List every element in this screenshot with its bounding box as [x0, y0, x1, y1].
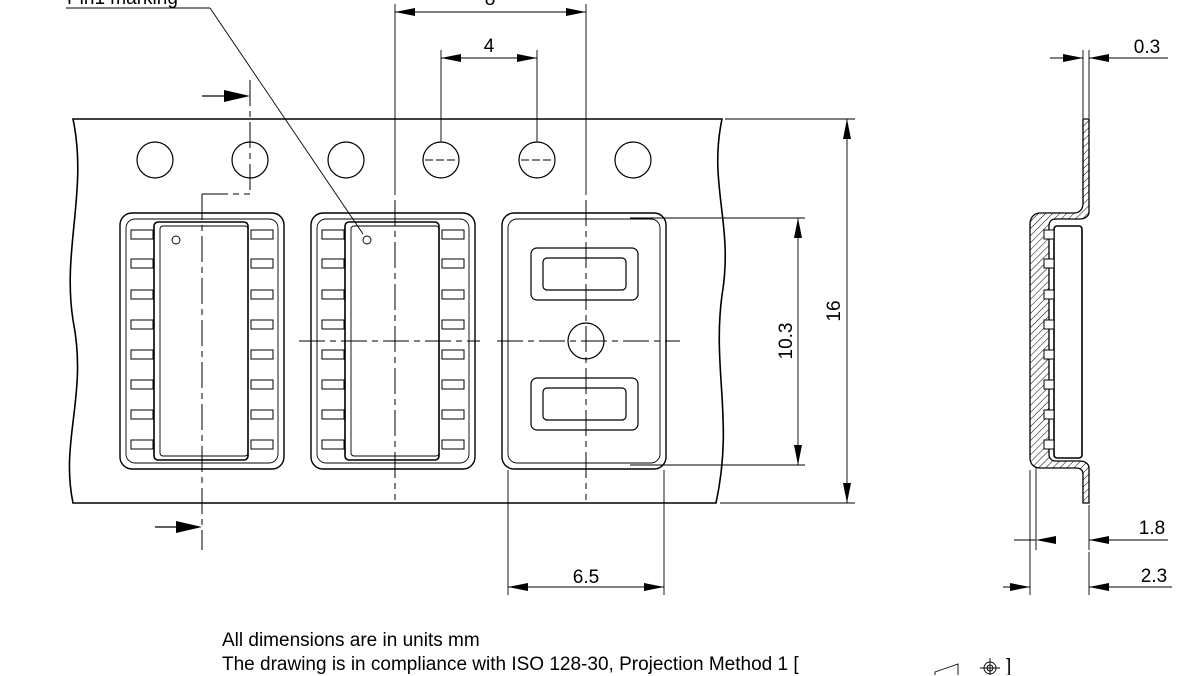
- carrier-tape: [68, 118, 727, 504]
- dimension-16: 16: [720, 118, 855, 504]
- leads-right: [250, 229, 274, 450]
- leads-left: [130, 229, 154, 450]
- svg-text:16: 16: [824, 300, 845, 321]
- dimension-6-5: 6.5: [507, 470, 665, 595]
- sprocket-hole: [614, 141, 652, 179]
- dimension-8: 8: [394, 0, 587, 195]
- dimension-4: 4: [440, 36, 538, 142]
- centerlines: [201, 80, 680, 550]
- pin1-marking-callout: Pin1 marking: [66, 0, 364, 235]
- projection-method-icon: ]: [934, 656, 1011, 675]
- units-note: All dimensions are in units mm: [222, 630, 480, 651]
- section-arrows: [155, 90, 250, 533]
- svg-text:2.3: 2.3: [1141, 566, 1167, 587]
- pin1-dot: [171, 235, 181, 245]
- side-leads: [1043, 229, 1055, 450]
- svg-text:10.3: 10.3: [776, 323, 797, 360]
- dimension-0-3: 0.3: [1050, 37, 1168, 118]
- dimension-2-3: 2.3: [1003, 470, 1172, 595]
- sprocket-holes: [136, 141, 652, 179]
- dimension-10-3: 10.3: [630, 217, 805, 466]
- svg-text:0.3: 0.3: [1134, 37, 1160, 58]
- side-section-view: [1029, 118, 1090, 504]
- svg-text:8: 8: [485, 0, 496, 10]
- svg-text:1.8: 1.8: [1139, 518, 1165, 539]
- sprocket-hole: [136, 141, 174, 179]
- svg-text:4: 4: [484, 36, 495, 57]
- svg-text:]: ]: [1006, 656, 1011, 675]
- sprocket-hole: [327, 141, 365, 179]
- leads-right: [441, 229, 465, 450]
- leads-left: [321, 229, 345, 450]
- svg-text:6.5: 6.5: [573, 567, 599, 588]
- pin1-dot: [362, 235, 372, 245]
- compliance-note: The drawing is in compliance with ISO 12…: [222, 654, 799, 675]
- pin1-marking-label: Pin1 marking: [67, 0, 178, 9]
- dimension-1-8: 1.8: [1014, 468, 1168, 550]
